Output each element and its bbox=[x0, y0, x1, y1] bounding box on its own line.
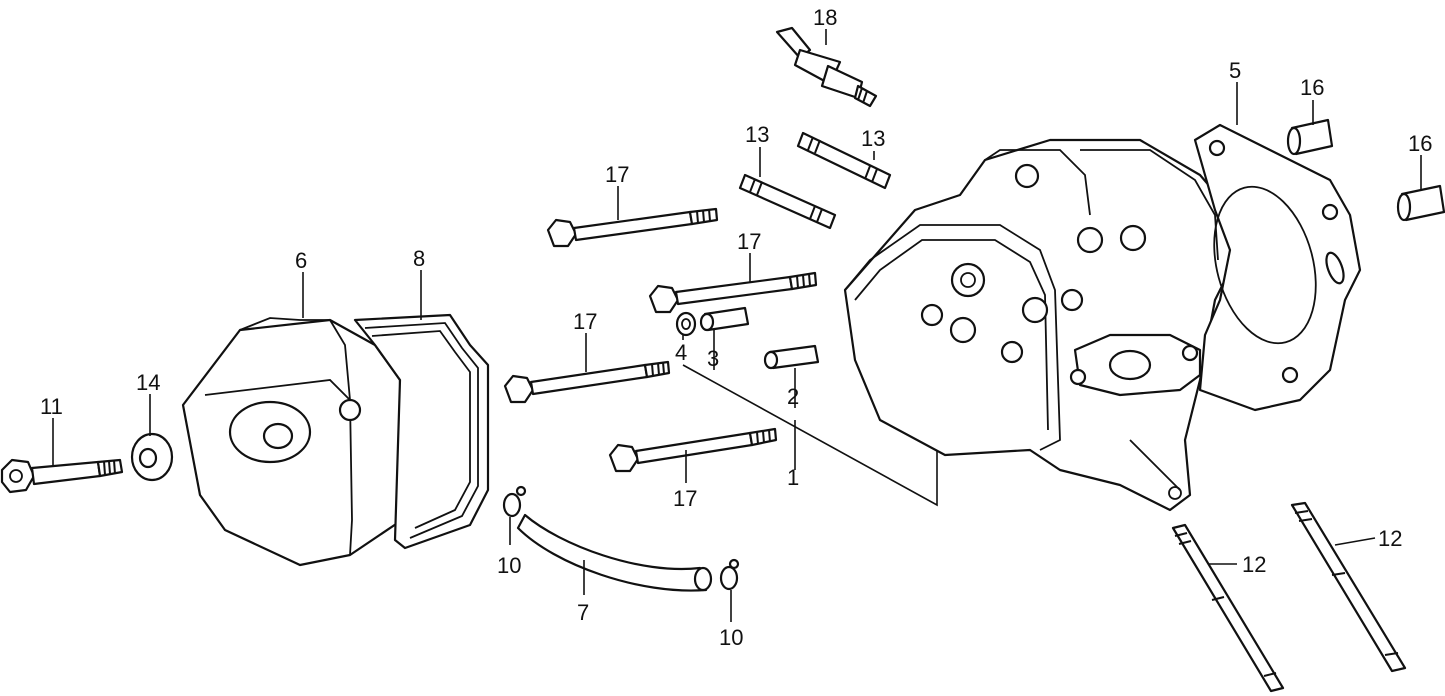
callout-4: 4 bbox=[675, 340, 687, 365]
head-cover bbox=[181, 317, 404, 567]
callout-18: 18 bbox=[813, 5, 837, 30]
callout-17-middle: 17 bbox=[737, 229, 761, 254]
callout-8: 8 bbox=[413, 246, 425, 271]
callout-13-left: 13 bbox=[745, 122, 769, 147]
callout-16-b: 16 bbox=[1408, 131, 1432, 156]
callout-13-right: 13 bbox=[861, 126, 885, 151]
spark-plug bbox=[775, 26, 878, 108]
dowel-pin-3 bbox=[699, 306, 750, 332]
callout-12-left: 12 bbox=[1242, 552, 1266, 577]
callout-14: 14 bbox=[136, 370, 160, 395]
callout-17-left: 17 bbox=[573, 309, 597, 334]
sealing-washer bbox=[130, 432, 174, 482]
callout-17-top: 17 bbox=[605, 162, 629, 187]
cylinder-head bbox=[843, 138, 1237, 512]
callout-10-right: 10 bbox=[719, 625, 743, 650]
tube-clip-right bbox=[719, 558, 740, 591]
callout-6: 6 bbox=[295, 248, 307, 273]
stud-bolt-left bbox=[738, 173, 837, 230]
cylinder-head-gasket bbox=[1193, 123, 1362, 412]
dowel-pin-16-b bbox=[1396, 184, 1445, 222]
callout-17-bottom: 17 bbox=[673, 486, 697, 511]
flange-bolt-upper bbox=[546, 207, 719, 248]
callout-1: 1 bbox=[787, 465, 799, 490]
dowel-pin-2 bbox=[763, 344, 820, 370]
stud-bolt-12-right bbox=[1290, 501, 1407, 673]
dowel-pin-16-a bbox=[1286, 118, 1334, 156]
callout-12-right: 12 bbox=[1378, 526, 1402, 551]
breather-tube bbox=[516, 513, 713, 592]
stud-bolt-12-left bbox=[1171, 523, 1285, 693]
flange-bolt-lower bbox=[608, 427, 778, 473]
flange-bolt-lower-left bbox=[503, 360, 671, 404]
flange-bolt-middle bbox=[648, 271, 818, 314]
callout-3: 3 bbox=[707, 346, 719, 371]
leader-lines bbox=[52, 29, 1422, 622]
tube-clip-left bbox=[502, 485, 527, 518]
callout-10-left: 10 bbox=[497, 553, 521, 578]
stud-bolt-right bbox=[796, 131, 892, 190]
callout-16-a: 16 bbox=[1300, 75, 1324, 100]
callout-2: 2 bbox=[787, 384, 799, 409]
head-cover-gasket bbox=[353, 313, 490, 550]
callout-7: 7 bbox=[577, 600, 589, 625]
head-cover-bolt bbox=[0, 458, 124, 494]
o-ring-4 bbox=[675, 311, 697, 337]
callout-11: 11 bbox=[40, 394, 63, 419]
callout-labels: 1 2 3 4 5 6 7 8 10 10 11 12 12 13 13 14 … bbox=[40, 5, 1432, 650]
callout-5: 5 bbox=[1229, 58, 1241, 83]
